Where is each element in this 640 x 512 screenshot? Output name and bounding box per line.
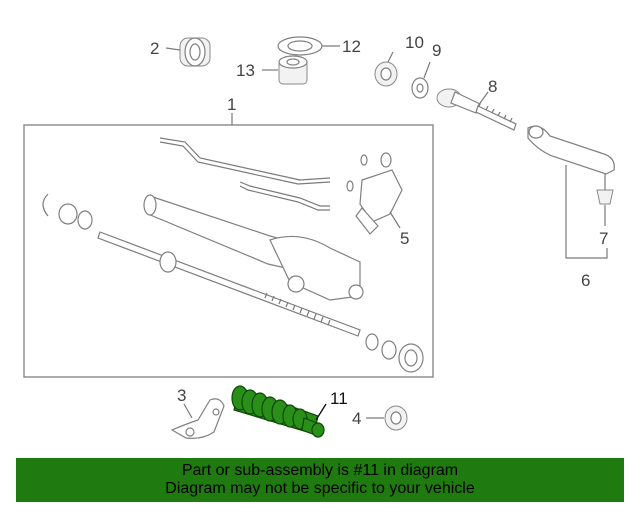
callout-11: 11 xyxy=(330,389,348,408)
part-2-bushing[interactable] xyxy=(179,37,211,67)
callout-10: 10 xyxy=(405,33,424,52)
part-13-bushing[interactable] xyxy=(278,55,308,85)
callout-5: 5 xyxy=(400,229,409,248)
part-1-steering-gear[interactable] xyxy=(42,137,424,373)
callout-12: 12 xyxy=(342,37,361,56)
part-1-frame xyxy=(23,124,434,378)
part-12-seal[interactable] xyxy=(277,36,323,56)
banner-line-2: Diagram may not be specific to your vehi… xyxy=(165,480,475,497)
callout-1: 1 xyxy=(227,95,236,114)
parts-diagram: 2 12 13 10 9 8 7 6 xyxy=(23,33,615,439)
callout-6: 6 xyxy=(581,271,590,290)
callout-8: 8 xyxy=(488,77,497,96)
callout-9: 9 xyxy=(432,41,441,60)
callout-2: 2 xyxy=(150,39,159,58)
callout-13: 13 xyxy=(236,61,255,80)
part-6-tie-rod-end[interactable] xyxy=(527,125,615,175)
part-11-boot[interactable] xyxy=(231,385,325,438)
part-10-nut[interactable] xyxy=(374,61,398,87)
callout-7: 7 xyxy=(599,229,608,248)
info-banner: Part or sub-assembly is #11 in diagram D… xyxy=(16,458,624,502)
part-4-nut[interactable] xyxy=(384,405,408,431)
part-3-bracket[interactable] xyxy=(170,398,225,439)
part-9-washer[interactable] xyxy=(411,77,429,99)
callout-3: 3 xyxy=(177,386,186,405)
part-8-tie-rod[interactable] xyxy=(436,88,517,131)
banner-line-1: Part or sub-assembly is #11 in diagram xyxy=(181,462,459,479)
callout-4: 4 xyxy=(352,409,361,428)
part-7-nut[interactable] xyxy=(596,174,614,205)
part-5-valve[interactable] xyxy=(346,152,403,235)
